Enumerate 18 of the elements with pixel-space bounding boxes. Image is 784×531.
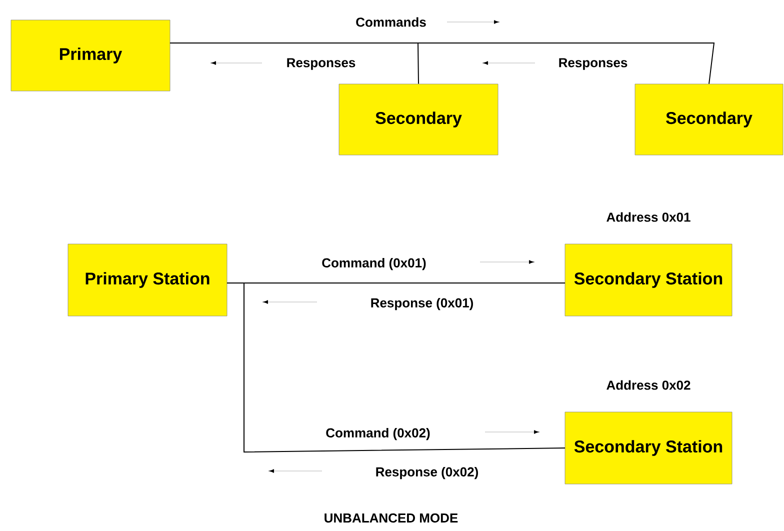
station-box: Primary — [10, 20, 170, 92]
signal-label: Responses — [559, 58, 628, 70]
bus-line — [170, 42, 715, 84]
signal-label: Command (0x01) — [322, 258, 426, 270]
station-box: Secondary Station — [564, 412, 732, 484]
station-box: Secondary — [634, 84, 784, 156]
address-label: Address 0x02 — [606, 380, 690, 390]
signal-label: Commands — [356, 17, 426, 27]
signal-label: Responses — [287, 58, 356, 70]
address-label: Address 0x01 — [606, 212, 690, 222]
signal-label: Response (0x02) — [376, 466, 478, 480]
station-box: Secondary — [338, 84, 498, 156]
signal-label: Response (0x01) — [371, 298, 473, 310]
bus-line — [226, 282, 566, 453]
caption: UNBALANCED MODE — [324, 513, 458, 523]
station-box: Primary Station — [68, 244, 228, 316]
signal-label: Command (0x02) — [326, 428, 430, 440]
station-box: Secondary Station — [564, 244, 732, 316]
